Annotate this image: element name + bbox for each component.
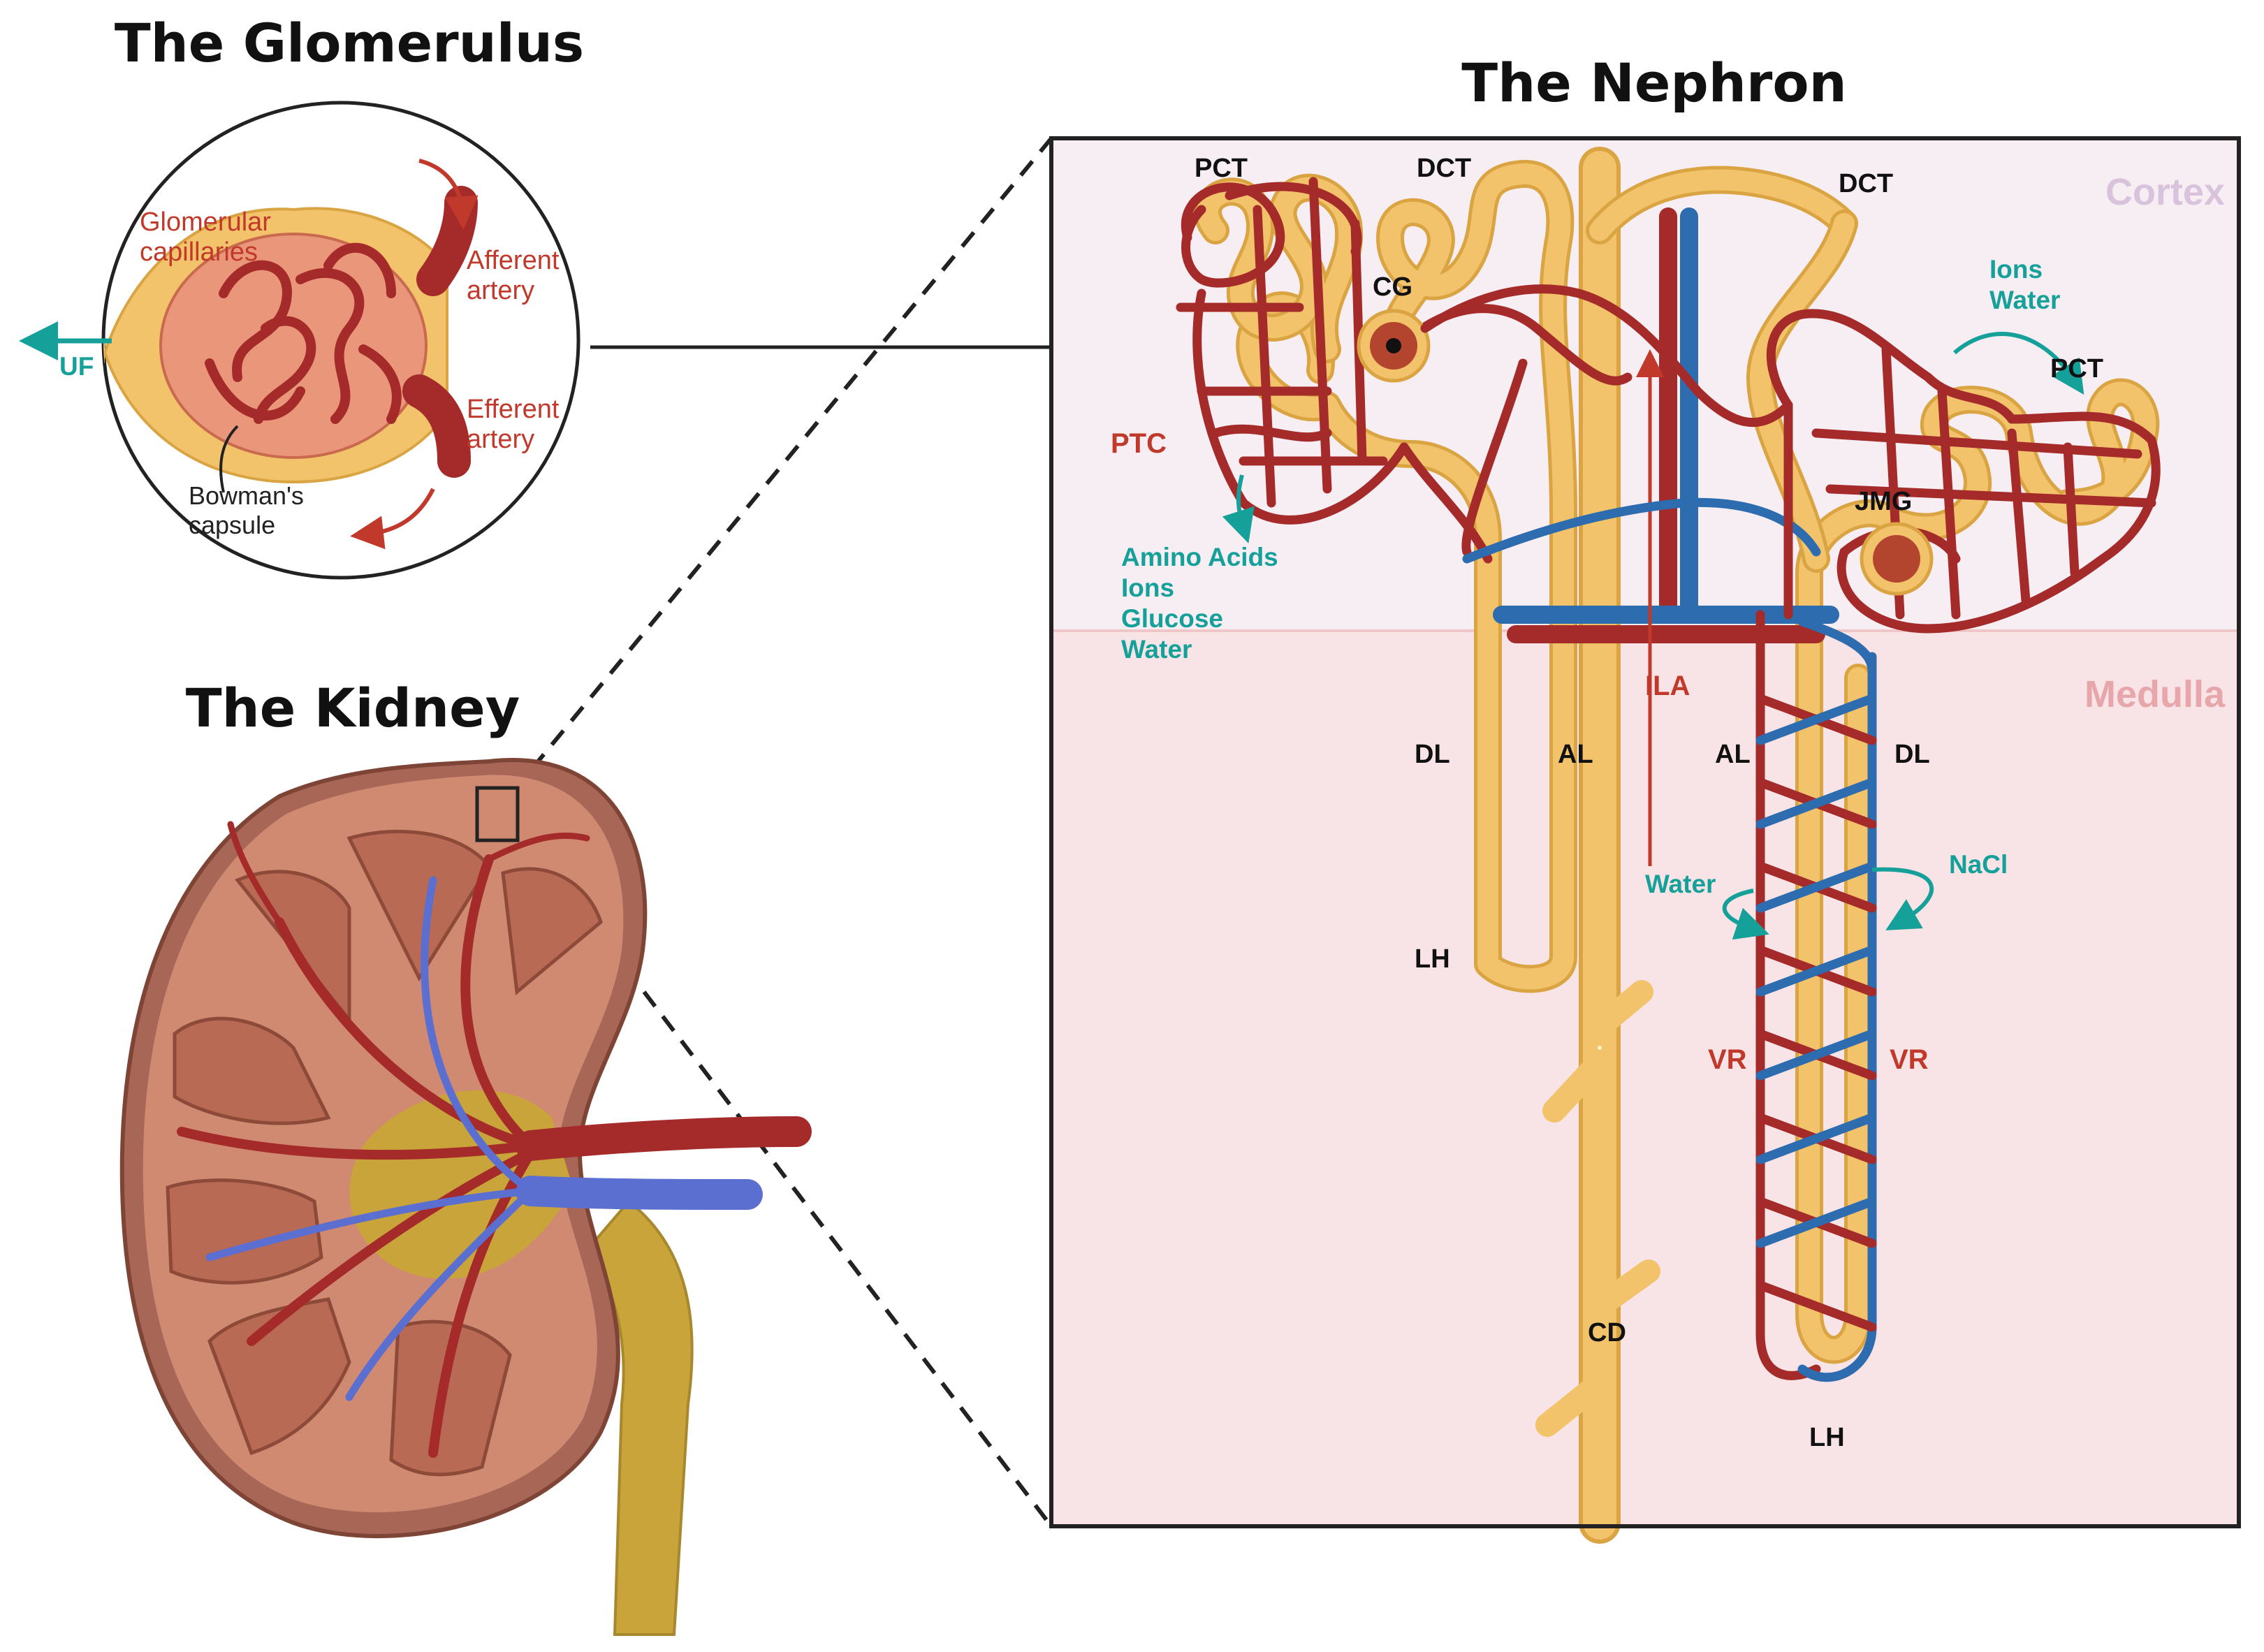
kidney-vessels <box>177 821 812 1458</box>
label-dl-right: DL <box>1894 740 1930 769</box>
label-efferent-artery: artery <box>467 425 534 454</box>
label-vr-right: VR <box>1890 1044 1929 1075</box>
label-dct-right: DCT <box>1839 169 1893 198</box>
kidney-zoom-box <box>475 786 520 842</box>
capillary-loops <box>205 242 402 424</box>
label-capillaries: capillaries <box>140 237 258 267</box>
label-afferent: Afferent <box>467 246 560 275</box>
nephron-panel-border <box>1049 136 2241 1528</box>
label-bowmans: Bowman's <box>189 481 304 510</box>
left-nephron-tubule <box>1194 159 1858 993</box>
label-glomerular: Glomerular <box>140 207 271 237</box>
kidney-title: The Kidney <box>186 677 520 739</box>
label-al-right: AL <box>1715 740 1751 769</box>
efferent-artery-shape <box>402 374 471 478</box>
glomerulus-title: The Glomerulus <box>115 12 584 74</box>
label-pct-right: PCT <box>2050 354 2103 383</box>
label-cg: CG <box>1373 272 1412 302</box>
label-water-top: Water <box>1989 286 2060 314</box>
label-cortex: Cortex <box>2105 171 2225 213</box>
label-ions-top: Ions <box>1989 255 2043 284</box>
label-glucose: Glucose <box>1121 604 1223 633</box>
label-efferent: Efferent <box>467 395 560 424</box>
nephron-panel: Cortex Medulla PCT DCT DCT CG PCT JMG DL… <box>1049 136 2241 1544</box>
label-lh-left: LH <box>1415 944 1450 974</box>
label-ions-left: Ions <box>1121 573 1174 602</box>
label-water-right: Water <box>1645 870 1716 898</box>
label-uf: UF <box>59 352 94 381</box>
medulla-zone <box>1051 631 2239 1526</box>
nephron-title: The Nephron <box>1461 52 1846 114</box>
glomerulus-inset: Glomerular capillaries Afferent artery E… <box>19 101 580 580</box>
peritubular-capillaries-right <box>1755 309 2161 1380</box>
label-dl-left: DL <box>1415 740 1450 769</box>
collecting-duct <box>1535 147 1660 1544</box>
peritubular-capillaries-left <box>1176 177 1821 564</box>
label-lh-right: LH <box>1809 1423 1845 1452</box>
label-capsule: capsule <box>189 511 275 539</box>
interlobular-vessels <box>1493 207 1839 643</box>
cortical-glomerulus <box>1357 284 1793 427</box>
label-afferent-artery: artery <box>467 276 534 305</box>
label-jmg: JMG <box>1855 487 1912 516</box>
label-vr-left: VR <box>1708 1044 1747 1075</box>
label-water-left: Water <box>1121 635 1192 664</box>
label-dct-left: DCT <box>1417 154 1471 183</box>
transport-arrows <box>1222 332 2084 940</box>
label-nacl: NaCl <box>1949 850 2008 879</box>
label-pct-left: PCT <box>1195 154 1248 183</box>
vasa-recta <box>1755 617 1877 1382</box>
label-medulla: Medulla <box>2084 673 2226 715</box>
label-ila: ILA <box>1645 671 1690 701</box>
label-amino-acids: Amino Acids <box>1121 543 1278 571</box>
label-al-left: AL <box>1558 740 1593 769</box>
label-cd: CD <box>1588 1318 1626 1347</box>
label-ptc: PTC <box>1111 428 1167 459</box>
kidney-illustration <box>119 758 812 1636</box>
